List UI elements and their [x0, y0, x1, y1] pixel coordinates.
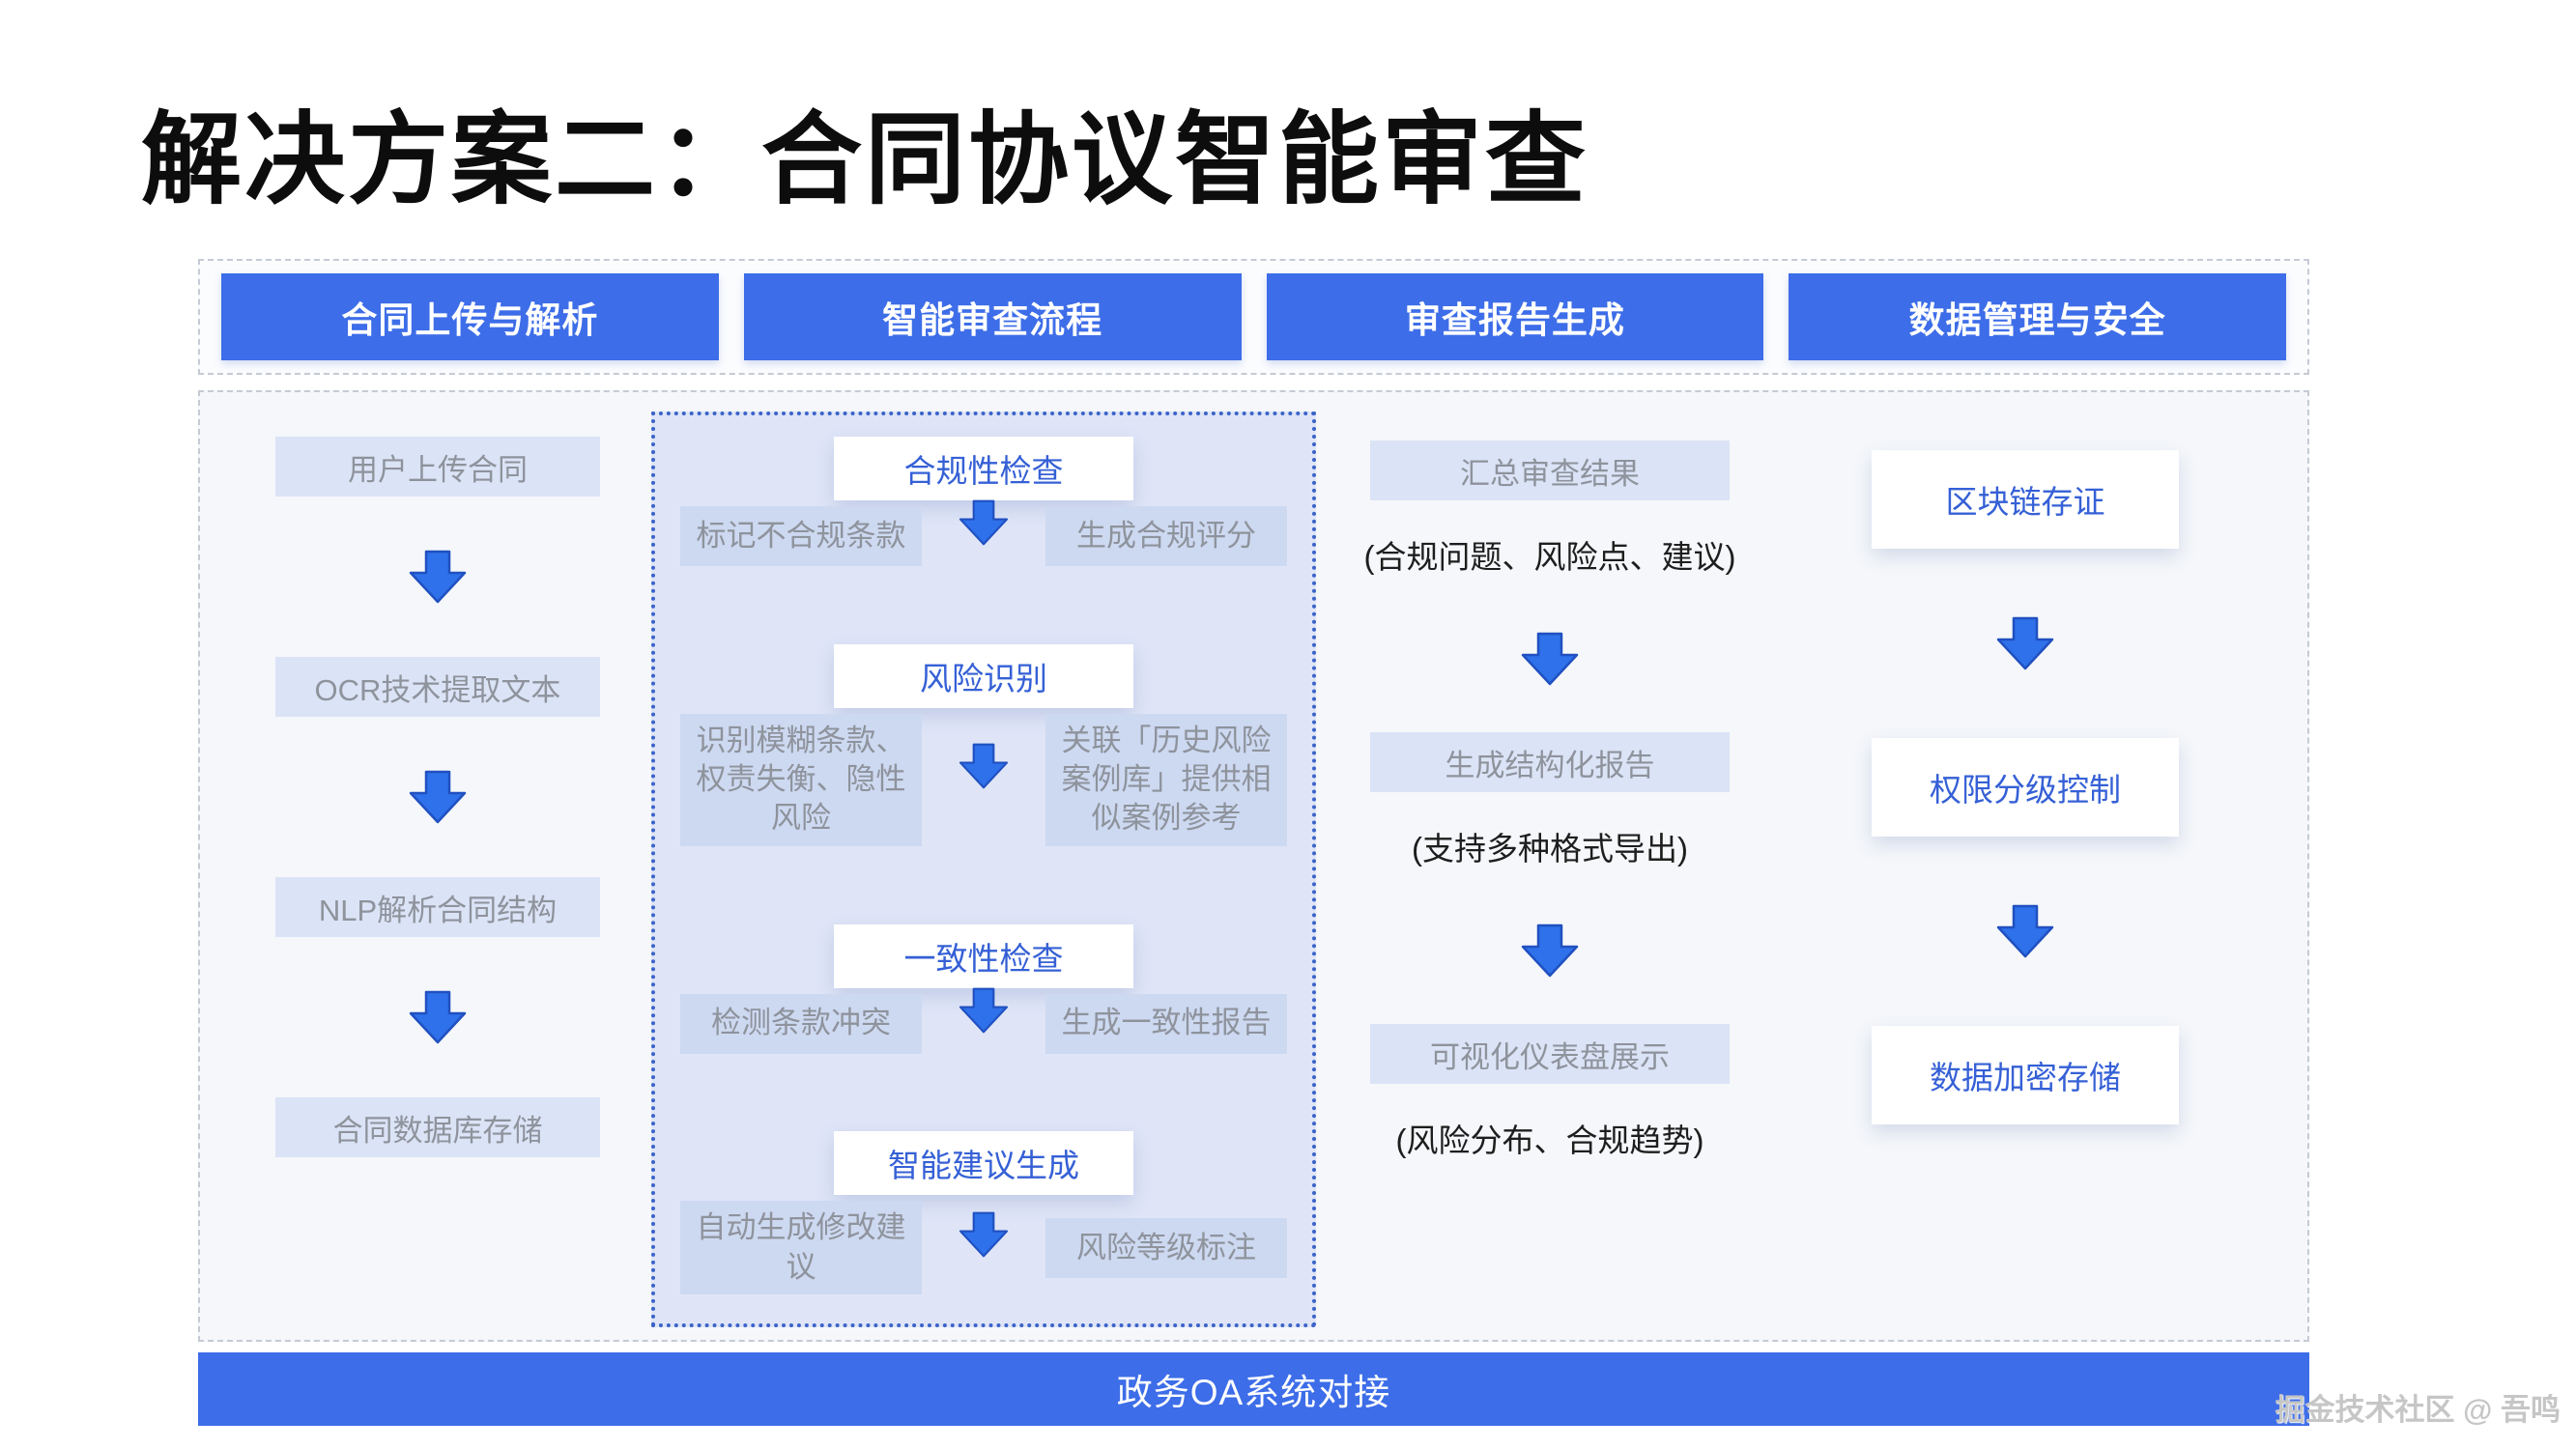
stage-output-left: 自动生成修改建议: [680, 1201, 922, 1294]
tab-data-management[interactable]: 数据管理与安全: [1789, 273, 2286, 360]
down-arrow-icon: [1520, 632, 1580, 686]
stage-title: 风险识别: [834, 643, 1133, 708]
watermark: 掘金技术社区 @ 吾鸣: [2275, 1393, 2561, 1427]
down-arrow-icon: [958, 1211, 1010, 1258]
header-tabs: 合同上传与解析 智能审查流程 审查报告生成 数据管理与安全: [198, 259, 2309, 375]
stage-smart-suggestion: 智能建议生成 自动生成修改建议 风险等级标注: [680, 1131, 1287, 1294]
flow-step-db-store: 合同数据库存储: [275, 1097, 600, 1157]
flow-step-summary: 汇总审查结果: [1370, 440, 1730, 500]
stage-compliance-check: 合规性检查 标记不合规条款 生成合规评分: [680, 437, 1287, 566]
diagram-area: 用户上传合同 OCR技术提取文本 NLP解析合同结构 合同数据库存储 合规性检查…: [198, 390, 2309, 1342]
flow-step-blockchain: 区块链存证: [1872, 450, 2179, 549]
down-arrow-icon: [1995, 904, 2055, 958]
down-arrow-icon: [958, 499, 1010, 546]
stage-risk-identification: 风险识别 识别模糊条款、权责失衡、隐性风险 关联「历史风险案例库」提供相似案例参…: [680, 643, 1287, 846]
stage-title: 一致性检查: [834, 923, 1133, 988]
oa-integration-bar: 政务OA系统对接: [198, 1352, 2309, 1426]
report-flow-column: 汇总审查结果 (合规问题、风险点、建议) 生成结构化报告 (支持多种格式导出) …: [1364, 392, 1736, 1340]
down-arrow-icon: [1520, 923, 1580, 978]
stage-title: 合规性检查: [834, 437, 1133, 500]
flow-step-dashboard: 可视化仪表盘展示: [1370, 1024, 1730, 1084]
review-flow-panel: 合规性检查 标记不合规条款 生成合规评分 风险识别 识别模糊条款、权责失衡、隐性…: [651, 412, 1316, 1327]
flow-note: (支持多种格式导出): [1412, 831, 1688, 867]
stage-consistency-check: 一致性检查 检测条款冲突 生成一致性报告: [680, 923, 1287, 1054]
stage-output-right: 风险等级标注: [1045, 1217, 1287, 1278]
upload-flow-column: 用户上传合同 OCR技术提取文本 NLP解析合同结构 合同数据库存储: [275, 392, 600, 1340]
down-arrow-icon: [408, 770, 468, 824]
flow-note: (合规问题、风险点、建议): [1363, 539, 1736, 575]
tab-smart-review-flow[interactable]: 智能审查流程: [743, 273, 1242, 360]
tab-report-generation[interactable]: 审查报告生成: [1266, 273, 1764, 360]
stage-output-left: 识别模糊条款、权责失衡、隐性风险: [680, 713, 922, 846]
down-arrow-icon: [958, 987, 1010, 1034]
flow-note: (风险分布、合规趋势): [1395, 1122, 1704, 1158]
stage-title: 智能建议生成: [834, 1131, 1133, 1196]
flow-step-ocr: OCR技术提取文本: [275, 657, 600, 717]
stage-output-left: 检测条款冲突: [680, 993, 922, 1054]
page-title: 解决方案二：合同协议智能审查: [141, 104, 1589, 216]
stage-output-right: 生成合规评分: [1045, 506, 1287, 566]
flow-step-nlp: NLP解析合同结构: [275, 877, 600, 937]
tab-contract-upload[interactable]: 合同上传与解析: [221, 273, 719, 360]
stage-output-right: 关联「历史风险案例库」提供相似案例参考: [1045, 713, 1287, 846]
down-arrow-icon: [1995, 616, 2055, 670]
flow-step-structured-report: 生成结构化报告: [1370, 732, 1730, 792]
flow-step-encryption: 数据加密存储: [1872, 1026, 2179, 1124]
security-flow-column: 区块链存证 权限分级控制 数据加密存储: [1872, 392, 2179, 1340]
down-arrow-icon: [408, 550, 468, 604]
flow-step-upload: 用户上传合同: [275, 437, 600, 497]
flow-step-permission: 权限分级控制: [1872, 738, 2179, 837]
down-arrow-icon: [958, 743, 1010, 789]
stage-output-right: 生成一致性报告: [1045, 993, 1287, 1054]
down-arrow-icon: [408, 990, 468, 1044]
stage-output-left: 标记不合规条款: [680, 506, 922, 566]
